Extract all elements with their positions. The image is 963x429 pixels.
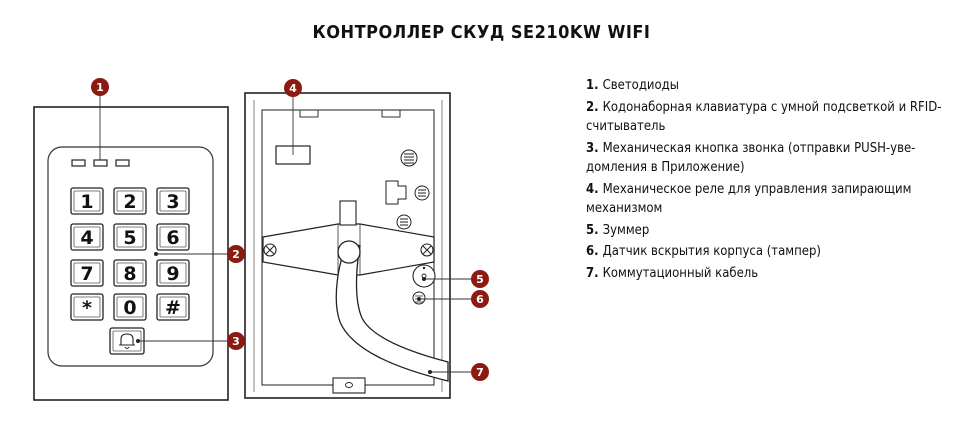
legend-item: 6.Датчик вскрытия корпуса (тампер) xyxy=(586,242,946,262)
callout-number: 1 xyxy=(96,81,104,94)
legend-item: 4.Механическое реле для управления запир… xyxy=(586,180,946,219)
key-label: 9 xyxy=(166,263,179,285)
screw-left xyxy=(263,243,277,257)
callout-number: 3 xyxy=(232,335,240,348)
callout-5: 5 xyxy=(471,270,489,288)
key-8: 8 xyxy=(113,259,147,287)
legend-text: Механическая кнопка звонка (отправки PUS… xyxy=(586,140,916,176)
key-label: 0 xyxy=(123,297,136,319)
legend-item: 5.Зуммер xyxy=(586,221,946,241)
key-label: 1 xyxy=(80,191,93,213)
key-label: 8 xyxy=(123,263,136,285)
legend-item: 3.Механическая кнопка звонка (отправки P… xyxy=(586,139,946,178)
led-3 xyxy=(115,159,130,167)
buzzer xyxy=(412,264,436,288)
component-lower xyxy=(396,214,412,230)
key-12: # xyxy=(156,293,190,321)
key-9: 9 xyxy=(156,259,190,287)
switch-bracket xyxy=(385,180,407,205)
legend-text: Кодонаборная клавиатура с умной подсветк… xyxy=(586,99,942,135)
callout-3: 3 xyxy=(227,332,245,350)
key-label: 6 xyxy=(166,227,179,249)
legend-number: 1. xyxy=(586,78,599,93)
legend-number: 5. xyxy=(586,222,599,238)
callout-number: 5 xyxy=(476,273,484,286)
legend-item: 7.Коммутационный кабель xyxy=(586,264,946,284)
key-label: * xyxy=(82,297,92,319)
legend-number: 2. xyxy=(586,99,599,115)
key-label: 2 xyxy=(123,191,136,213)
cable xyxy=(335,241,449,382)
diagram-title: КОНТРОЛЛЕР СКУД SE210KW WIFI xyxy=(312,22,651,43)
key-7: 7 xyxy=(70,259,104,287)
component-top xyxy=(400,149,418,167)
legend-number: 4. xyxy=(586,181,599,197)
leds xyxy=(71,159,130,167)
callout-2: 2 xyxy=(227,245,245,263)
key-6: 6 xyxy=(156,223,190,251)
legend-text: Механическое реле для управления запираю… xyxy=(586,181,912,217)
callout-7: 7 xyxy=(471,363,489,381)
screw-right xyxy=(420,243,434,257)
legend-item: 2.Кодонаборная клавиатура с умной подсве… xyxy=(586,98,946,137)
key-3: 3 xyxy=(156,187,190,215)
component-middle xyxy=(414,185,430,201)
legend-text: Светодиоды xyxy=(602,78,679,93)
key-label: 3 xyxy=(166,191,179,213)
key-label: 7 xyxy=(80,263,93,285)
callouts: 1 2 3 4 5 6 7 xyxy=(91,78,489,381)
key-4: 4 xyxy=(70,223,104,251)
callout-number: 2 xyxy=(232,248,240,261)
legend-item: 1.Светодиоды xyxy=(586,76,946,96)
back-view xyxy=(244,92,451,399)
legend-text: Датчик вскрытия корпуса (тампер) xyxy=(602,244,821,259)
bottom-slot xyxy=(332,377,366,394)
legend-text: Коммутационный кабель xyxy=(602,265,759,281)
led-1 xyxy=(71,159,86,167)
callout-4: 4 xyxy=(284,79,302,97)
key-label: # xyxy=(165,297,181,319)
callout-1: 1 xyxy=(91,78,109,96)
key-5: 5 xyxy=(113,223,147,251)
legend-number: 7. xyxy=(586,265,599,281)
key-label: 4 xyxy=(80,227,93,249)
key-1: 1 xyxy=(70,187,104,215)
keypad-keys: 1 2 3 4 5 6 7 8 9 * 0 # xyxy=(70,187,190,321)
callout-number: 7 xyxy=(476,366,484,379)
cable-grommet xyxy=(337,240,361,264)
callout-number: 6 xyxy=(476,293,484,306)
legend-text: Зуммер xyxy=(602,222,650,238)
key-label: 5 xyxy=(123,227,136,249)
bracket-tab xyxy=(339,200,357,226)
key-10: * xyxy=(70,293,104,321)
callout-6: 6 xyxy=(471,290,489,308)
leader-dots xyxy=(136,252,432,374)
leader-lines xyxy=(99,96,471,373)
bell-icon xyxy=(119,333,135,350)
key-2: 2 xyxy=(113,187,147,215)
legend-number: 3. xyxy=(586,140,599,156)
key-11: 0 xyxy=(113,293,147,321)
legend-number: 6. xyxy=(586,244,599,259)
callout-number: 4 xyxy=(289,82,297,95)
front-view: 1 2 3 4 5 6 7 8 9 * 0 # xyxy=(33,106,229,401)
led-2 xyxy=(93,159,108,167)
